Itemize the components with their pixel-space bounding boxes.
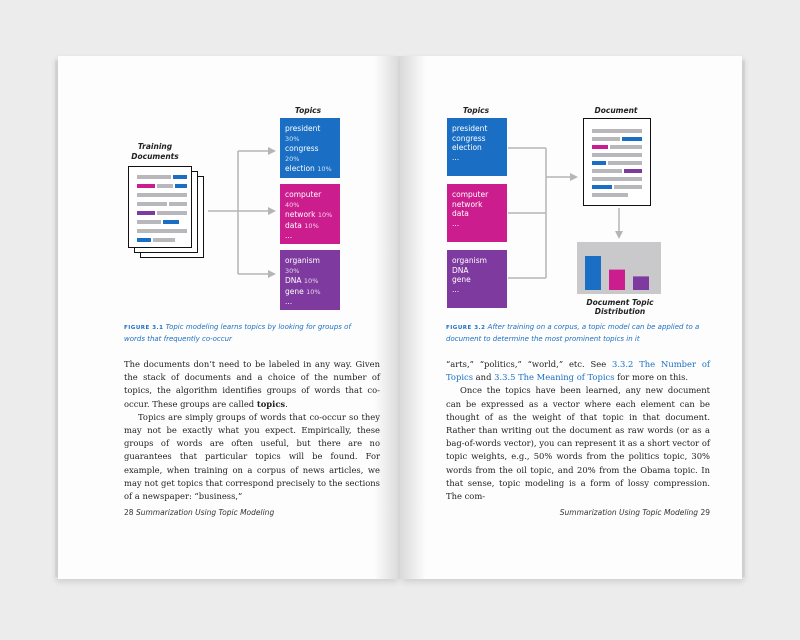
- page-number: 28: [124, 508, 134, 517]
- page-stack-left: [55, 60, 58, 577]
- right-body-text: “arts,” “politics,” “world,” etc. See 3.…: [446, 358, 710, 503]
- distribution-bar-politics: [585, 256, 601, 290]
- distribution-bars: [585, 256, 649, 290]
- gutter-shadow: [374, 56, 400, 579]
- caption-text: Topic modeling learns topics by looking …: [124, 323, 351, 343]
- number-of-topics-link[interactable]: The Number of Topics: [446, 359, 710, 383]
- meaning-of-topics-link[interactable]: The Meaning of Topics: [518, 372, 615, 383]
- document-header: Document: [594, 106, 638, 115]
- training-document: [128, 166, 192, 248]
- training-documents-label: Training Documents: [131, 142, 179, 161]
- topics-header: Topics: [462, 106, 490, 115]
- figure-3-2-caption: FIGURE 3.2 After training on a corpus, a…: [446, 322, 712, 345]
- left-body-text: The documents don’t need to be labeled i…: [124, 358, 380, 503]
- topic-box-computing: computer network data ...: [447, 184, 507, 242]
- paragraph: The documents don’t need to be labeled i…: [124, 359, 380, 409]
- caption-text: After training on a corpus, a topic mode…: [446, 323, 700, 343]
- topic-box-politics: president congress election ...: [447, 118, 507, 176]
- right-page-footer: Summarization Using Topic Modeling 29: [524, 508, 710, 517]
- arrows-to-topics: [208, 147, 276, 278]
- running-title: Summarization Using Topic Modeling: [559, 508, 699, 517]
- topic-connector-lines: [508, 147, 578, 279]
- paragraph: “arts,” “politics,” “world,” etc. See 3.…: [446, 359, 710, 383]
- distribution-label: Document Topic Distribution: [586, 298, 654, 316]
- topic-box-biology: organism DNA gene ...: [447, 250, 507, 308]
- running-title: Summarization Using Topic Modeling: [135, 508, 275, 517]
- section-ref-link[interactable]: 3.3.2: [612, 359, 634, 369]
- paragraph: Once the topics have been learned, any n…: [446, 385, 710, 502]
- topics-header: Topics: [294, 106, 322, 115]
- figure-number: FIGURE 3.2: [446, 325, 486, 331]
- left-page: Training Documents: [58, 56, 400, 579]
- page-stack-right: [742, 60, 745, 577]
- gutter-shadow: [400, 56, 426, 579]
- topic-box-politics: president 30% congress 20% election 10% …: [280, 118, 340, 184]
- figure-3-1-caption: FIGURE 3.1 Topic modeling learns topics …: [124, 322, 374, 345]
- section-ref-link[interactable]: 3.3.5: [494, 372, 516, 383]
- distribution-bar-biology: [633, 276, 649, 290]
- left-page-footer: 28 Summarization Using Topic Modeling: [124, 508, 274, 517]
- input-document: [583, 118, 651, 206]
- page-number: 29: [700, 508, 710, 517]
- distribution-bar-computing: [609, 269, 625, 290]
- topic-distribution-chart: [577, 242, 661, 294]
- paragraph: Topics are simply groups of words that c…: [124, 411, 380, 502]
- topic-box-biology: organism 30% DNA 10% gene 10% ...: [280, 250, 340, 310]
- arrow-to-distribution: [615, 208, 623, 239]
- topic-box-computing: computer 40% network 10% data 10% ...: [280, 184, 340, 244]
- right-page: Topics president congress election ... c…: [400, 56, 742, 579]
- figure-number: FIGURE 3.1: [124, 325, 164, 331]
